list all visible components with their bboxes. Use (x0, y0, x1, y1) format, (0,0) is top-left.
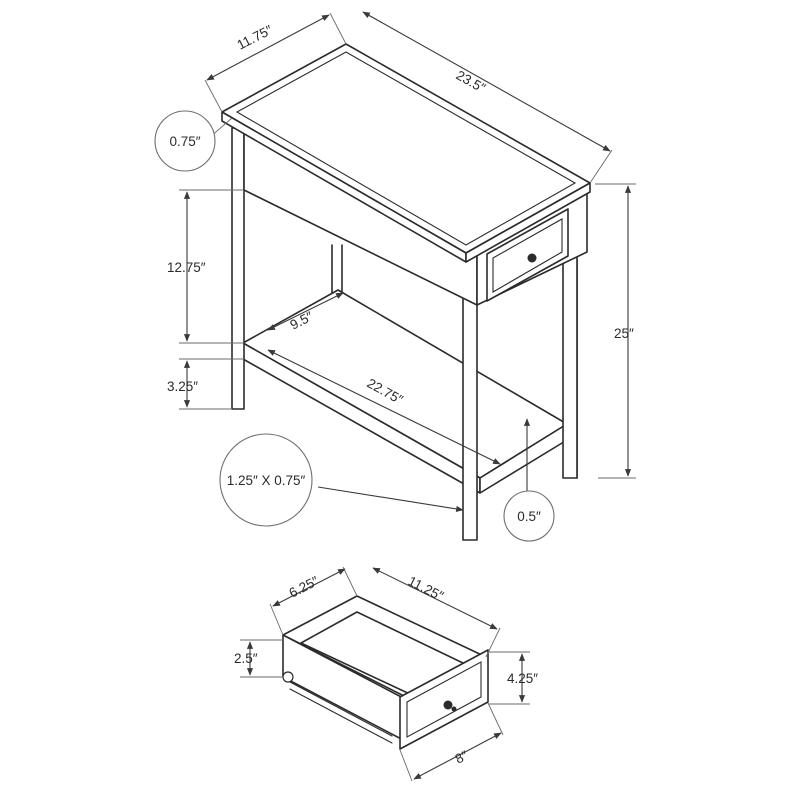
label-shelf-thickness: 0.5″ (517, 509, 541, 524)
drawer-front-panel (399, 649, 489, 750)
callout-shelf-thickness (503, 490, 555, 542)
tabletop-side-edge (465, 182, 591, 263)
label-apron-to-shelf: 12.75″ (167, 260, 206, 275)
table-drawer-knob (527, 253, 537, 263)
label-drawer-width: 11.25″ (406, 573, 446, 604)
table-drawer-front (486, 208, 569, 302)
back-left-leg (331, 244, 343, 299)
drawer-front-inset (406, 661, 482, 738)
dimension-labels: 11.75″ 23.5″ 0.75″ 12.75″ 3.25″ 25″ 9.5″… (154, 22, 634, 767)
label-drawer-front-height: 4.25″ (507, 671, 538, 686)
label-total-height: 25″ (614, 326, 634, 341)
front-left-leg (231, 127, 245, 410)
table-drawer-inset (492, 218, 563, 293)
drawer-slide-rail (289, 681, 393, 744)
label-top-width: 23.5″ (454, 68, 489, 96)
label-drawer-inner-height: 2.5″ (234, 651, 258, 666)
callout-top-thickness (154, 110, 216, 172)
label-leg-size: 1.25″ X 0.75″ (227, 473, 306, 488)
label-top-depth: 11.75″ (235, 22, 275, 53)
drawer-knob (443, 700, 453, 710)
side-right-leg (562, 247, 578, 479)
drawer-rail-wheel (282, 671, 294, 683)
label-drawer-depth: 6.25″ (287, 573, 322, 601)
callout-leg-size (219, 433, 313, 527)
drawer-dimension-lines (240, 566, 530, 782)
label-top-thickness: 0.75″ (169, 134, 200, 149)
drawer-drawing (282, 595, 489, 750)
label-shelf-height: 3.25″ (167, 379, 198, 394)
